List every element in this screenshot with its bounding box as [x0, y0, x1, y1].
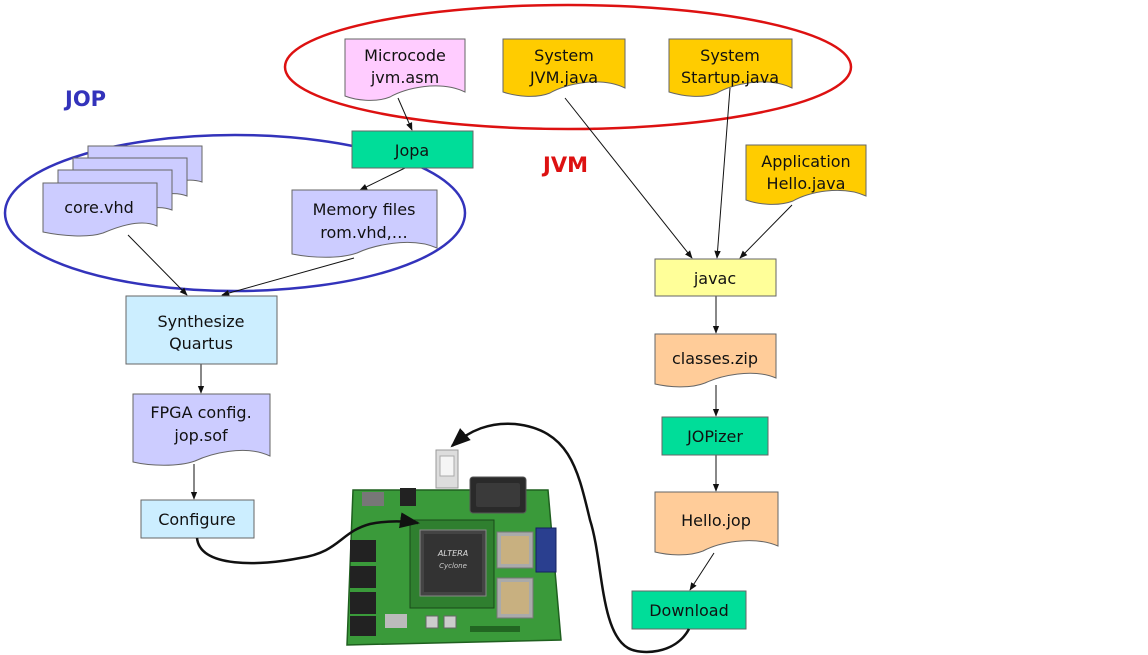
configure-label: Configure: [158, 510, 236, 529]
core-vhd-label: core.vhd: [64, 198, 134, 217]
hello-jop-doc-shape: [654, 491, 779, 556]
download-cable: [450, 422, 691, 654]
edge-microcode-jopa: [397, 97, 413, 131]
classes-zip-doc-shape: [654, 333, 777, 388]
fpga-config-doc-shape: [132, 393, 271, 466]
edge-core-synthesize: [127, 234, 188, 296]
application-line1: Application: [761, 152, 850, 171]
edge-jopa-memory: [359, 167, 406, 191]
memory-files-doc-shape: [291, 189, 438, 258]
synthesize-box: [125, 295, 278, 365]
svg-text:ALTERA: ALTERA: [437, 549, 468, 558]
jopa-box: [351, 130, 474, 169]
javac-box: [654, 258, 777, 297]
edge-hellojop-download: [689, 552, 715, 591]
core-vhd-doc-front: [42, 182, 158, 237]
configure-cable: [195, 512, 420, 565]
configure-box: [140, 499, 255, 539]
jopizer-label: JOPizer: [686, 427, 743, 446]
edge-systemjvm-javac: [564, 97, 693, 259]
hello-jop-label: Hello.jop: [681, 511, 751, 530]
system-jvm-line1: System: [534, 46, 594, 65]
edge-memory-synthesize: [221, 257, 355, 297]
memory-files-line1: Memory files: [313, 200, 416, 219]
edge-application-javac: [739, 204, 793, 259]
jvm-group-label: JVM: [541, 153, 588, 177]
download-label: Download: [649, 601, 729, 620]
memory-files-line2: rom.vhd,…: [320, 223, 408, 242]
microcode-doc-shape: [344, 38, 466, 101]
application-doc-shape: [745, 144, 867, 205]
system-startup-doc-shape: [668, 38, 793, 97]
application-line2: Hello.java: [767, 174, 846, 193]
fpga-config-line1: FPGA config.: [150, 403, 251, 422]
fpga-config-line2: jop.sof: [173, 426, 228, 445]
javac-label: javac: [693, 269, 736, 288]
classes-zip-label: classes.zip: [672, 349, 758, 368]
microcode-line2: jvm.asm: [370, 68, 439, 87]
system-startup-line2: Startup.java: [681, 68, 779, 87]
jop-group-label: JOP: [63, 87, 106, 111]
svg-text:Cyclone: Cyclone: [439, 562, 467, 570]
edge-startup-javac: [714, 87, 731, 259]
microcode-line1: Microcode: [364, 46, 446, 65]
jvm-group-ellipse: [283, 3, 853, 131]
jopa-label: Jopa: [394, 141, 429, 160]
system-jvm-line2: JVM.java: [529, 68, 598, 87]
download-box: [631, 590, 747, 630]
system-jvm-doc-shape: [502, 38, 626, 97]
system-startup-line1: System: [700, 46, 760, 65]
synthesize-line1: Synthesize: [157, 312, 244, 331]
synthesize-line2: Quartus: [169, 334, 233, 353]
jopizer-box: [661, 416, 769, 456]
fpga-board-image: ALTERA Cyclone: [337, 449, 564, 648]
